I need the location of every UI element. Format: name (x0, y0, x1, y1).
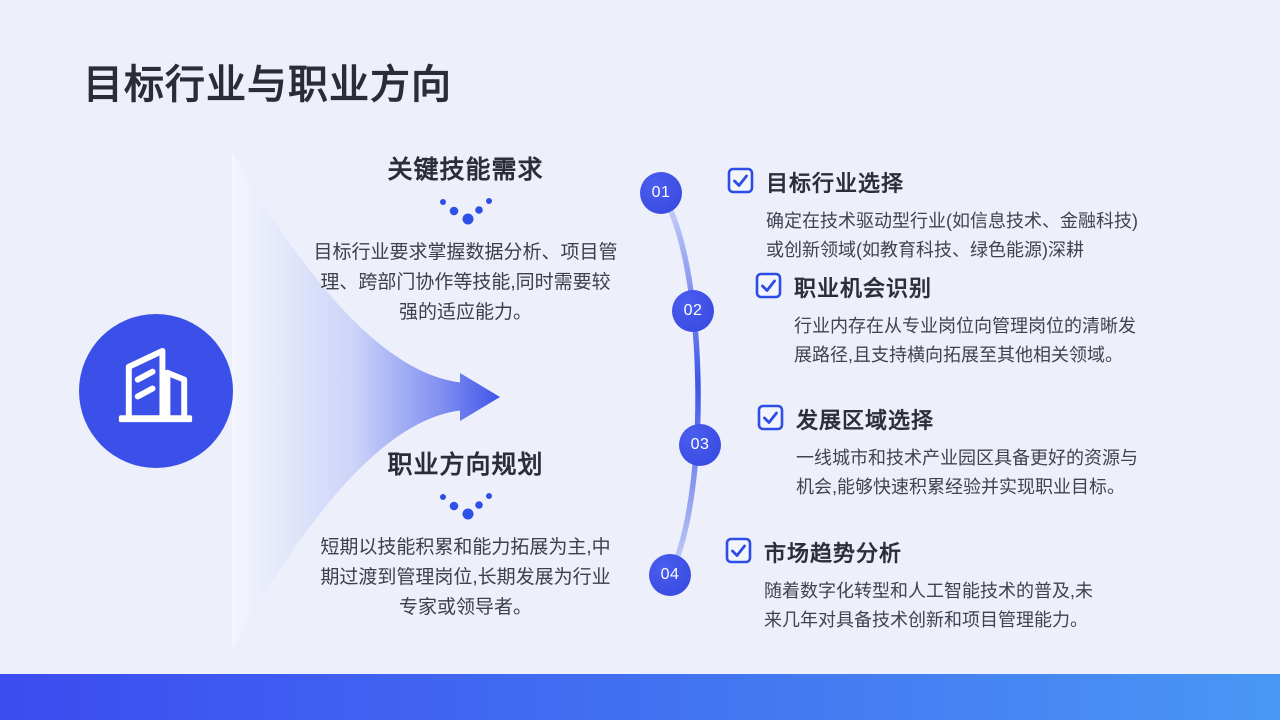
item-body: 确定在技术驱动型行业(如信息技术、金融科技) 或创新领域(如教育科技、绿色能源)… (766, 211, 1138, 260)
dots-v-icon (439, 198, 492, 225)
industry-hero-circle (79, 314, 233, 468)
timeline-arc (658, 190, 701, 578)
item-body: 行业内存在从专业岗位向管理岗位的清晰发 展路径,且支持横向拓展至其他相关领域。 (794, 316, 1136, 365)
section-body: 短期以技能积累和能力拓展为主,中 期过渡到管理岗位,长期发展为行业 专家或领导者… (320, 537, 611, 618)
bottom-accent-bar (0, 674, 1280, 720)
item-title: 发展区域选择 (796, 408, 935, 433)
checkbox-checked-icon (757, 404, 784, 431)
section-title: 职业方向规划 (387, 451, 544, 479)
list-item-market-trend: 市场趋势分析 随着数字化转型和人工智能技术的普及,未 来几年对具备技术创新和项目… (725, 536, 1093, 635)
section-title: 关键技能需求 (387, 156, 544, 184)
checkbox-checked-icon (727, 167, 754, 194)
step-badge-02: 02 (672, 290, 714, 332)
list-item-target-industry: 目标行业选择 确定在技术驱动型行业(如信息技术、金融科技) 或创新领域(如教育科… (727, 166, 1138, 265)
item-body: 一线城市和技术产业园区具备更好的资源与 机会,能够快速积累经验并实现职业目标。 (796, 448, 1138, 497)
section-body: 目标行业要求掌握数据分析、项目管 理、跨部门协作等技能,同时需要较 强的适应能力… (313, 242, 618, 323)
item-title: 目标行业选择 (766, 171, 905, 196)
dots-v-icon (439, 493, 492, 520)
step-badge-01: 01 (640, 172, 682, 214)
building-icon (118, 347, 192, 422)
item-body: 随着数字化转型和人工智能技术的普及,未 来几年对具备技术创新和项目管理能力。 (764, 581, 1093, 630)
arrow-funnel-graphic (232, 152, 500, 650)
page-title: 目标行业与职业方向 (83, 63, 452, 107)
checkbox-checked-icon (755, 272, 782, 299)
item-title: 职业机会识别 (794, 276, 933, 301)
step-badge-03: 03 (679, 424, 721, 466)
section-career-planning: 职业方向规划 短期以技能积累和能力拓展为主,中 期过渡到管理岗位,长期发展为行业… (293, 445, 638, 623)
item-title: 市场趋势分析 (764, 541, 903, 566)
section-key-skills: 关键技能需求 目标行业要求掌握数据分析、项目管 理、跨部门协作等技能,同时需要较… (293, 150, 638, 328)
checkbox-checked-icon (725, 537, 752, 564)
list-item-career-opportunity: 职业机会识别 行业内存在从专业岗位向管理岗位的清晰发 展路径,且支持横向拓展至其… (755, 271, 1136, 370)
step-badge-04: 04 (649, 554, 691, 596)
list-item-region-choice: 发展区域选择 一线城市和技术产业园区具备更好的资源与 机会,能够快速积累经验并实… (757, 403, 1138, 502)
